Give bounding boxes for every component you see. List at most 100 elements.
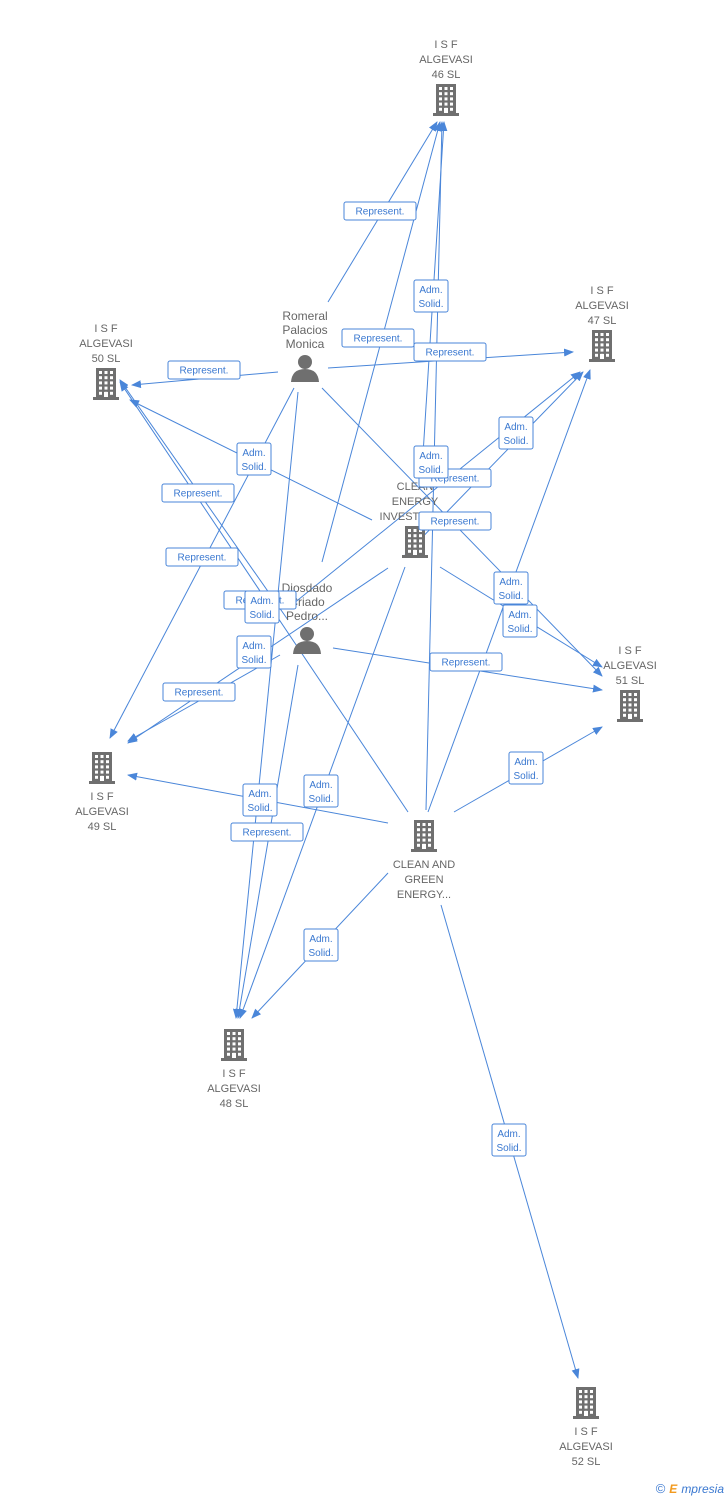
edge-label-text: Adm.Solid. bbox=[507, 610, 532, 635]
edge-label-cgei-to-isf49[interactable]: Adm.Solid. bbox=[236, 635, 272, 669]
edge-layer bbox=[109, 121, 603, 1379]
edge-label-box bbox=[230, 822, 304, 842]
edge-label-line: Solid. bbox=[418, 465, 443, 476]
edge-label-cge-to-isf50[interactable]: Adm.Solid. bbox=[244, 590, 280, 624]
edge-label-line: Adm. bbox=[248, 789, 271, 800]
building-icon bbox=[221, 1029, 247, 1061]
edge-label-line: Solid. bbox=[249, 610, 274, 621]
edge-label-cge-to-isf52[interactable]: Adm.Solid. bbox=[491, 1123, 527, 1157]
edge-label-line: Adm. bbox=[508, 610, 531, 621]
edge-label-cge-to-isf48[interactable]: Adm.Solid. bbox=[303, 928, 339, 962]
node-label-line: Romeral bbox=[282, 309, 327, 323]
edge-label-box bbox=[508, 751, 544, 785]
edge-label-diosdado-to-isf51[interactable]: Represent. bbox=[429, 652, 503, 672]
edge-label-romeral-to-isf46[interactable]: Represent. bbox=[343, 201, 417, 221]
node-label-line: Palacios bbox=[282, 323, 327, 337]
edge-label-box bbox=[167, 360, 241, 380]
node-isf51[interactable]: I S F ALGEVASI 51 SL bbox=[603, 645, 657, 722]
edge-label-text: Adm.Solid. bbox=[496, 1129, 521, 1154]
edge-label-romeral-to-isf49[interactable]: Represent. bbox=[165, 547, 239, 567]
node-label-line: ENERGY bbox=[392, 496, 439, 508]
edge-label-line: Solid. bbox=[308, 948, 333, 959]
node-label-line: 49 SL bbox=[88, 821, 117, 833]
node-label-line: 48 SL bbox=[220, 1098, 249, 1110]
node-label-line: I S F bbox=[618, 645, 642, 657]
edge-label-text: Represent. bbox=[174, 489, 223, 500]
edge-label-cgei-to-isf50[interactable]: Adm.Solid. bbox=[236, 442, 272, 476]
edge-label-line: Adm. bbox=[309, 780, 332, 791]
brand-name: mpresia bbox=[681, 1481, 724, 1496]
edge-label-text: Adm. Solid. bbox=[418, 451, 443, 476]
edge-label-text: Adm.Solid. bbox=[241, 641, 266, 666]
node-isf48[interactable]: I S F ALGEVASI 48 SL bbox=[207, 1029, 261, 1110]
edge-label-diosdado-to-isf46[interactable]: Represent. bbox=[341, 328, 415, 348]
edge-label-box bbox=[242, 783, 278, 817]
node-label-line: 51 SL bbox=[616, 675, 645, 687]
edge-label-cgei-to-isf48[interactable]: Adm.Solid. bbox=[303, 774, 339, 808]
node-label-line: ALGEVASI bbox=[207, 1083, 261, 1095]
edge-label-line: Represent. bbox=[426, 348, 475, 359]
edge-label-cgei-to-isf51[interactable]: Adm.Solid. bbox=[502, 604, 538, 638]
edge-label-text: Represent. bbox=[431, 474, 480, 485]
edge-label-diosdado-to-isf47[interactable]: Represent. bbox=[418, 511, 492, 531]
edge-label-text: Represent. bbox=[426, 348, 475, 359]
edge-label-romeral-to-isf50[interactable]: Represent. bbox=[167, 360, 241, 380]
edge-label-line: Represent. bbox=[175, 688, 224, 699]
node-label-line: 52 SL bbox=[572, 1456, 601, 1468]
edge-label-text: Represent. bbox=[180, 366, 229, 377]
edge-label-line: Adm. bbox=[514, 757, 537, 768]
edge-label-text: Represent. bbox=[354, 334, 403, 345]
edge-label-box bbox=[413, 342, 487, 362]
node-label-line: CLEAN AND bbox=[393, 859, 455, 871]
edge-label-layer: Represent. Represent. Represent. Represent.… bbox=[161, 201, 544, 1157]
edge-label-line: Solid. bbox=[496, 1143, 521, 1154]
edge-label-box bbox=[343, 201, 417, 221]
edge-label-line: Solid. bbox=[418, 299, 443, 310]
edge-label-diosdado-to-isf48[interactable]: Represent. bbox=[230, 822, 304, 842]
edge-label-line: Solid. bbox=[247, 803, 272, 814]
edge-label-line: Represent. bbox=[356, 207, 405, 218]
brand-initial: E bbox=[669, 1481, 678, 1496]
node-label-line: Monica bbox=[286, 337, 325, 351]
person-icon bbox=[291, 355, 319, 382]
edge-label-cgei-to-isf46[interactable]: Adm.Solid. bbox=[413, 279, 449, 313]
edge-label-cge-to-isf47[interactable]: Adm.Solid. bbox=[493, 571, 529, 605]
edge-label-cgei-to-isf47[interactable]: Adm.Solid. bbox=[498, 416, 534, 450]
edge-label-text: Represent. bbox=[442, 658, 491, 669]
edge-label-cge-to-isf51[interactable]: Adm.Solid. bbox=[508, 751, 544, 785]
edge-label-line: Adm. bbox=[419, 451, 442, 462]
edge-label-diosdado-to-isf50[interactable]: Represent. bbox=[161, 483, 235, 503]
node-label-line: GREEN bbox=[404, 874, 443, 886]
node-label-line: ALGEVASI bbox=[603, 660, 657, 672]
edge-label-romeral-to-isf47[interactable]: Represent. bbox=[413, 342, 487, 362]
edge-label-box bbox=[413, 279, 449, 313]
edge-label-cge-to-isf49[interactable]: Adm. Solid. bbox=[242, 783, 278, 817]
edge-label-cge-to-isf46[interactable]: Adm. Solid. bbox=[413, 445, 449, 479]
edge-label-box bbox=[498, 416, 534, 450]
node-label-line: ALGEVASI bbox=[575, 300, 629, 312]
node-label-line: 47 SL bbox=[588, 315, 617, 327]
edge-label-box bbox=[162, 682, 236, 702]
edge-label-text: Represent. bbox=[178, 553, 227, 564]
edge-label-diosdado-to-isf49[interactable]: Represent. bbox=[162, 682, 236, 702]
node-label-line: I S F bbox=[222, 1068, 246, 1080]
edge-romeral-to-isf48 bbox=[232, 391, 299, 1019]
node-label-line: I S F bbox=[434, 39, 458, 51]
